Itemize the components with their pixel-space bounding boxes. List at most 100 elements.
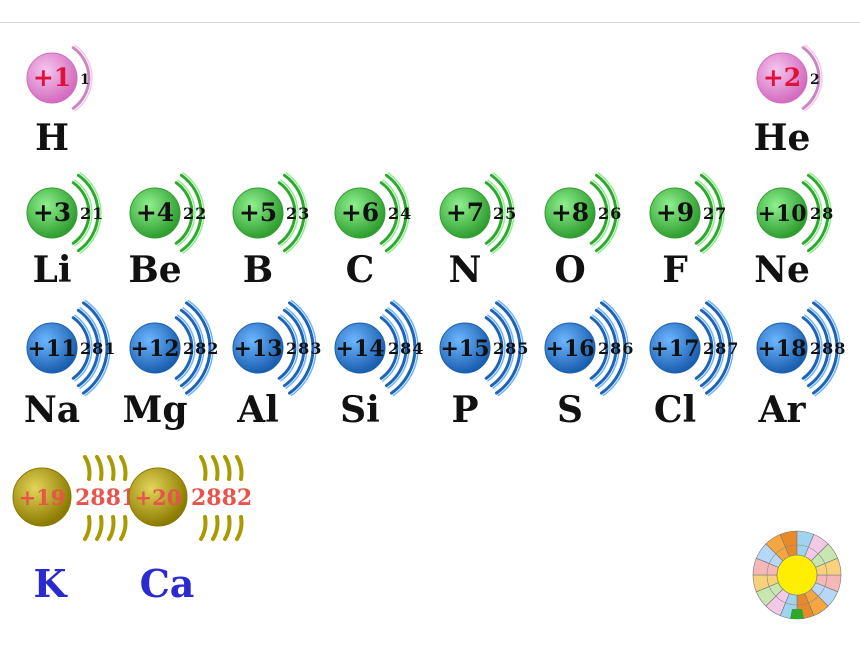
shell-arc [489, 308, 513, 388]
shell-arc [589, 316, 609, 380]
shell-arc [804, 179, 823, 247]
shell-arc [277, 316, 297, 380]
nucleus-ball [232, 322, 284, 374]
shell-arc [177, 314, 196, 382]
shell-electron-counts: 22 [183, 204, 207, 223]
shell-arc [809, 307, 832, 389]
nucleus-ball [129, 187, 181, 239]
shell-arc [74, 314, 93, 382]
shell-arc [71, 316, 91, 380]
shell-arc [592, 179, 611, 247]
shell-electron-counts: 24 [388, 204, 412, 223]
element-symbol: Ar [758, 389, 807, 431]
shell-arc [187, 299, 214, 397]
nucleus-charge: +3 [33, 198, 71, 227]
shell-arc [182, 307, 205, 389]
nucleus-ball [756, 52, 808, 104]
shell-arc [211, 515, 220, 541]
shell-arc [484, 316, 504, 380]
nucleus-ball [544, 322, 596, 374]
shell-arc [282, 308, 306, 388]
shell-arc [211, 455, 220, 481]
element-symbol: P [451, 389, 478, 431]
shell-arc [392, 299, 419, 397]
nucleus-ball [129, 322, 181, 374]
shell-electron-counts: 284 [388, 339, 424, 358]
nucleus-charge: +19 [19, 485, 66, 510]
shell-arc [199, 455, 208, 481]
shell-arc [594, 173, 618, 253]
shell-electron-counts: 286 [598, 339, 634, 358]
shell-arc [107, 455, 116, 481]
shell-arc [76, 308, 100, 388]
shell-arc [235, 515, 244, 541]
nucleus-ball [334, 187, 386, 239]
element-symbol: Ne [754, 249, 810, 291]
shell-arc [95, 455, 104, 481]
nucleus-charge: +6 [341, 198, 379, 227]
nucleus-ball [128, 467, 188, 527]
nucleus-charge: +2 [763, 63, 801, 92]
nucleus-charge: +17 [650, 336, 699, 362]
shell-arc [379, 316, 399, 380]
shell-arc [119, 515, 128, 541]
shell-arc [174, 181, 194, 245]
shell-arc [705, 301, 732, 395]
nucleus-charge: +16 [545, 336, 594, 362]
nucleus-charge: +18 [757, 336, 806, 362]
shell-arc [285, 172, 308, 254]
shell-arc [592, 314, 611, 382]
shell-arc [76, 173, 100, 253]
element-symbol: C [346, 249, 375, 291]
nucleus-ball [756, 187, 808, 239]
shell-electron-counts: 21 [80, 204, 104, 223]
nucleus-ball [12, 467, 72, 527]
shell-arc [697, 179, 716, 247]
shell-electron-counts: 1 [80, 72, 91, 88]
shell-arc [288, 301, 315, 395]
shell-arc [384, 308, 408, 388]
shell-arc [382, 314, 401, 382]
shell-arc [199, 515, 208, 541]
shell-electron-counts: 23 [286, 204, 310, 223]
shell-arc [806, 173, 830, 253]
element-symbol: Cl [654, 389, 696, 431]
shell-arc [484, 181, 504, 245]
shell-arc [223, 455, 232, 481]
shell-electron-counts: 2 [810, 72, 821, 88]
nucleus-charge: +5 [239, 198, 277, 227]
element-symbol: Na [24, 389, 80, 431]
shell-arc [699, 173, 723, 253]
nucleus-charge: +4 [136, 198, 174, 227]
shell-arc [804, 314, 823, 382]
shell-arc [495, 301, 522, 395]
element-symbol: Be [128, 249, 181, 291]
nucleus-ball [26, 52, 78, 104]
shell-arc [806, 308, 830, 388]
shell-arc [814, 299, 841, 397]
shell-arc [699, 308, 723, 388]
shell-arc [492, 172, 515, 254]
nucleus-charge: +7 [446, 198, 484, 227]
shell-arc [71, 181, 91, 245]
shell-arc [487, 179, 506, 247]
shell-arc [694, 316, 714, 380]
shell-arc [702, 172, 725, 254]
shell-arc [384, 173, 408, 253]
shell-arc [282, 173, 306, 253]
nucleus-charge: +11 [27, 336, 76, 362]
atom-wheel-logo [752, 530, 842, 620]
shell-arc [492, 307, 515, 389]
element-symbol: N [449, 249, 482, 291]
shell-arc [82, 301, 109, 395]
shell-electron-counts: 282 [183, 339, 219, 358]
element-symbol: H [35, 117, 69, 159]
element-symbol: Si [340, 389, 380, 431]
element-symbol: K [33, 561, 68, 606]
